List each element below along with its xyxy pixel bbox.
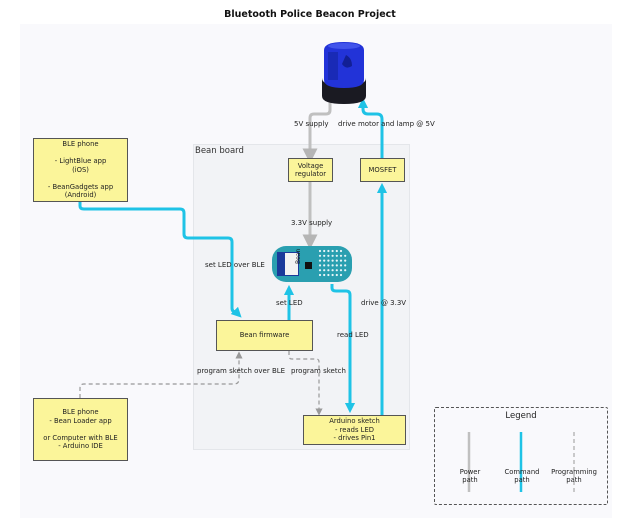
led-matrix-dot bbox=[327, 254, 330, 257]
bean-board-label: Bean board bbox=[195, 146, 244, 156]
legend-label-power: Power path bbox=[459, 468, 481, 485]
led-matrix-dot bbox=[331, 273, 334, 277]
led-matrix-dot bbox=[323, 254, 326, 257]
edge-set-led-over-ble bbox=[78, 202, 242, 318]
led-matrix-dot bbox=[331, 254, 334, 257]
node-bean-firmware: Bean firmware bbox=[216, 320, 313, 351]
diagram-title: Bluetooth Police Beacon Project bbox=[224, 9, 396, 20]
edge-label-program-sketch: program sketch bbox=[291, 367, 346, 375]
led-matrix-dot bbox=[323, 264, 326, 267]
led-matrix-dot bbox=[335, 269, 338, 272]
legend-title: Legend bbox=[505, 411, 537, 421]
edge-label-read-led: read LED bbox=[337, 331, 369, 339]
led-matrix-dot bbox=[335, 259, 338, 262]
led-matrix-dot bbox=[335, 249, 338, 253]
led-matrix-dot bbox=[339, 273, 343, 277]
led-matrix-dot bbox=[318, 254, 322, 257]
edge-label-5v-supply: 5V supply bbox=[294, 120, 329, 128]
led-matrix-dot bbox=[335, 264, 338, 267]
node-voltage-regulator: Voltage regulator bbox=[288, 158, 333, 182]
led-matrix-dot bbox=[327, 269, 330, 272]
edge-program-sketch-over-ble bbox=[79, 351, 243, 398]
led-matrix-dot bbox=[318, 249, 322, 253]
edge-label-set-led: set LED bbox=[276, 299, 303, 307]
bean-board-group bbox=[193, 144, 410, 450]
led-matrix-dot bbox=[323, 259, 326, 262]
node-ble-phone-top: BLE phone - LightBlue app (iOS) - BeanGa… bbox=[33, 138, 128, 202]
led-matrix-dot bbox=[335, 254, 338, 257]
police-beacon-icon bbox=[322, 42, 366, 104]
edge-label-drive-3v3: drive @ 3.3V bbox=[361, 299, 407, 307]
led-matrix-dot bbox=[327, 273, 330, 277]
node-ble-phone-bottom: BLE phone - Bean Loader app or Computer … bbox=[33, 398, 128, 461]
led-matrix-dot bbox=[339, 269, 343, 272]
led-matrix-dot bbox=[327, 264, 330, 267]
bean-board-icon: Bean bbox=[272, 246, 352, 282]
led-matrix-dot bbox=[331, 259, 334, 262]
led-matrix-dot bbox=[323, 273, 326, 277]
led-matrix-dot bbox=[344, 269, 347, 272]
legend: Legend Power path Command path Programmi… bbox=[434, 407, 608, 505]
led-matrix-dot bbox=[331, 264, 334, 267]
led-matrix-dot bbox=[327, 259, 330, 262]
legend-label-command: Command path bbox=[504, 468, 540, 485]
bean-chip-text: Bean bbox=[295, 249, 302, 264]
edge-drive-motor-lamp bbox=[357, 97, 384, 158]
led-matrix-dot bbox=[339, 259, 343, 262]
led-matrix-dot bbox=[318, 269, 322, 272]
edge-label-3v3-supply: 3.3V supply bbox=[291, 219, 333, 227]
led-matrix-dot bbox=[344, 259, 347, 262]
edge-5v-supply bbox=[302, 100, 332, 164]
led-matrix-dot bbox=[339, 254, 343, 257]
edge-read-led bbox=[330, 284, 356, 414]
led-matrix-dot bbox=[344, 264, 347, 267]
edge-label-drive-motor-lamp: drive motor and lamp @ 5V bbox=[338, 120, 435, 128]
edge-program-sketch bbox=[288, 351, 323, 416]
legend-label-programming: Programming path bbox=[551, 468, 597, 485]
led-matrix-dot bbox=[344, 254, 347, 257]
led-matrix-dot bbox=[323, 249, 326, 253]
led-matrix-dot bbox=[318, 264, 322, 267]
led-matrix-dot bbox=[318, 259, 322, 262]
led-matrix-dot bbox=[331, 269, 334, 272]
led-matrix-dot bbox=[335, 273, 338, 277]
edge-label-program-sketch-over-ble: program sketch over BLE bbox=[197, 367, 286, 375]
led-matrix-dot bbox=[323, 269, 326, 272]
edge-label-set-led-over-ble: set LED over BLE bbox=[205, 261, 265, 269]
led-matrix-dot bbox=[318, 273, 322, 277]
led-matrix-dot bbox=[339, 249, 343, 253]
led-matrix-dot bbox=[339, 264, 343, 267]
led-matrix-dot bbox=[331, 249, 334, 253]
led-matrix-dot bbox=[327, 249, 330, 253]
node-arduino-sketch: Arduino sketch - reads LED - drives Pin1 bbox=[303, 415, 406, 445]
node-mosfet: MOSFET bbox=[360, 158, 405, 182]
